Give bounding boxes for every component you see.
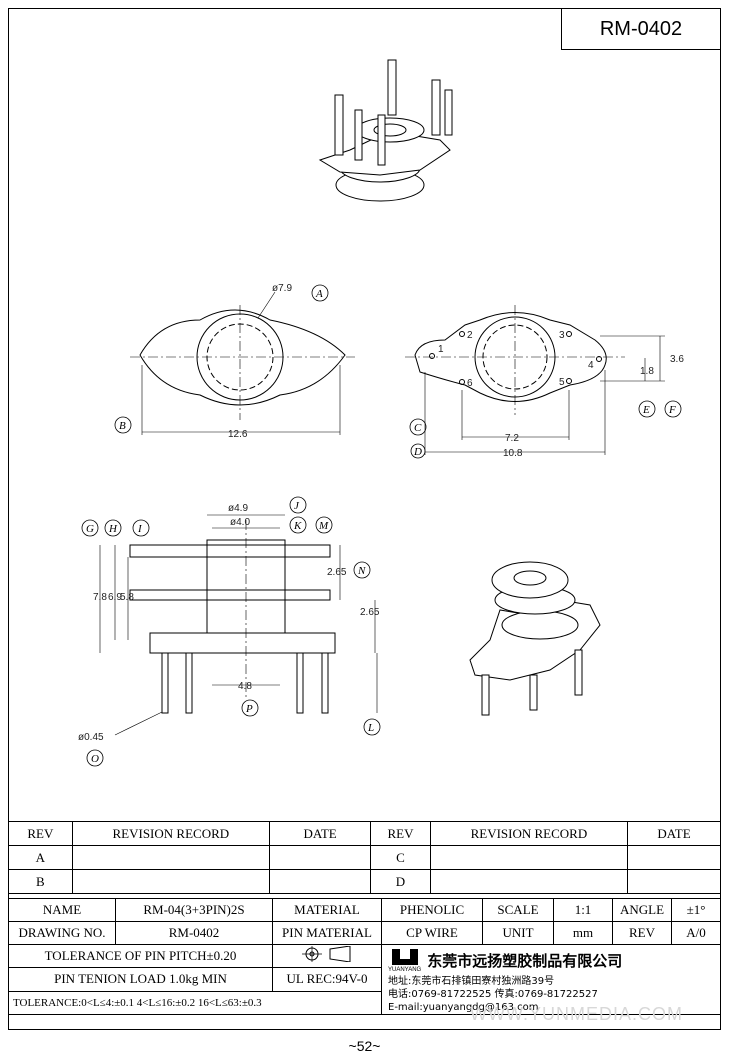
revision-record-header: REVISION RECORD (71, 821, 270, 846)
table-row: B D (8, 869, 721, 894)
dim-265b: 2.65 (360, 607, 380, 618)
unit-value: mm (553, 921, 613, 945)
projection-icon (302, 945, 351, 963)
label-o: O (91, 753, 99, 765)
scale-label: SCALE (482, 898, 554, 922)
drawing-frame (8, 8, 721, 1030)
dim-78: 7.8 (93, 592, 107, 603)
label-p: P (245, 703, 253, 715)
dim-pitch-72: 7.2 (505, 433, 519, 444)
drawing-code-box: RM-0402 (561, 8, 721, 50)
dim-dia-40: ø4.0 (230, 517, 250, 528)
info-table: NAME RM-04(3+3PIN)2S MATERIAL PHENOLIC S… (8, 898, 721, 1016)
material-value: PHENOLIC (381, 898, 483, 922)
label-f: F (668, 404, 676, 416)
company-address: 地址:东莞市石排镇田寮村独洲路39号 (388, 976, 555, 987)
scale-value: 1:1 (553, 898, 613, 922)
ul-rec: UL REC:94V-0 (272, 967, 382, 992)
projection-symbol (272, 943, 382, 969)
label-a: A (315, 288, 323, 300)
logo-text: YUANYANG (388, 967, 422, 973)
isometric-bottom-view (469, 561, 601, 716)
label-h: H (108, 523, 118, 535)
company-name: 东莞市远扬塑胶制品有限公司 (427, 951, 623, 970)
label-j: J (294, 500, 300, 512)
drawing-code: RM-0402 (599, 17, 683, 40)
rev-header-2: REV (370, 821, 431, 846)
dim-36: 3.6 (670, 354, 684, 365)
dim-18: 1.8 (640, 366, 654, 377)
date-header-2: DATE (627, 821, 721, 846)
company-block: YUANYANG 东莞市远扬塑胶制品有限公司 地址:东莞市石排镇田寮村独洲路39… (381, 944, 721, 1015)
label-i: I (137, 523, 143, 535)
rev-header: REV (8, 821, 73, 846)
rev-value: A/0 (671, 921, 721, 945)
name-value: RM-04(3+3PIN)2S (115, 898, 273, 922)
page-number: ~52~ (348, 1038, 381, 1054)
tolerance-note: TOLERANCE:0<L≤4:±0.1 4<L≤16:±0.2 16<L≤63… (8, 990, 382, 1016)
rev-label: REV (612, 921, 672, 945)
label-d: D (413, 446, 422, 458)
pin-1: 1 (438, 344, 444, 355)
label-g: G (86, 523, 94, 535)
label-l: L (367, 722, 374, 734)
dim-width-126: 12.6 (228, 429, 248, 440)
dim-69: 6.9 (108, 592, 122, 603)
pin-6: 6 (467, 378, 473, 389)
dim-width-108: 10.8 (503, 448, 523, 459)
pin-4: 4 (588, 360, 594, 371)
pin-outline-view (405, 305, 682, 459)
dim-58: 5.8 (120, 592, 134, 603)
angle-value: ±1° (671, 898, 721, 922)
company-email: E-mail:yuanyangdg@163.com (388, 1002, 539, 1013)
revision-table: REV REVISION RECORD DATE REV REVISION RE… (8, 821, 721, 894)
label-m: M (318, 520, 329, 532)
dim-dia-49: ø4.9 (228, 503, 248, 514)
pin-5: 5 (559, 377, 565, 388)
label-b: B (119, 420, 126, 432)
pin-tenion-load: PIN TENION LOAD 1.0kg MIN (8, 967, 273, 992)
table-row: A C (8, 845, 721, 870)
date-header: DATE (268, 821, 372, 846)
pin-3: 3 (559, 330, 565, 341)
company-phone: 电话:0769-81722525 传真:0769-81722527 (388, 989, 598, 1000)
material-label: MATERIAL (272, 898, 382, 922)
dim-265a: 2.65 (327, 567, 347, 578)
dim-48: 4.8 (238, 681, 252, 692)
top-outline-view (114, 284, 355, 435)
company-logo-icon (391, 949, 418, 965)
dim-dia-79: ø7.9 (272, 283, 292, 294)
angle-label: ANGLE (612, 898, 672, 922)
isometric-top-view (318, 59, 453, 202)
drawing-no-label: DRAWING NO. (8, 921, 116, 945)
label-e: E (642, 404, 650, 416)
unit-label: UNIT (482, 921, 554, 945)
side-view (81, 496, 381, 767)
label-n: N (357, 565, 366, 577)
pin-material-label: PIN MATERIAL (272, 921, 382, 945)
technical-drawing: ø7.9 A B 12.6 1 2 3 4 5 6 7.2 10.8 1.8 (78, 59, 684, 767)
name-label: NAME (8, 898, 116, 922)
watermark: WWW.YUNMEDIA.COM (470, 1004, 683, 1024)
label-k: K (293, 520, 302, 532)
pin-2: 2 (467, 330, 473, 341)
tolerance-pitch: TOLERANCE OF PIN PITCH±0.20 (8, 943, 273, 969)
drawing-no-value: RM-0402 (115, 921, 273, 945)
label-c: C (414, 422, 422, 434)
revision-record-header-2: REVISION RECORD (429, 821, 629, 846)
dim-pin-dia: ø0.45 (78, 732, 104, 743)
pin-material-value: CP WIRE (381, 921, 483, 945)
